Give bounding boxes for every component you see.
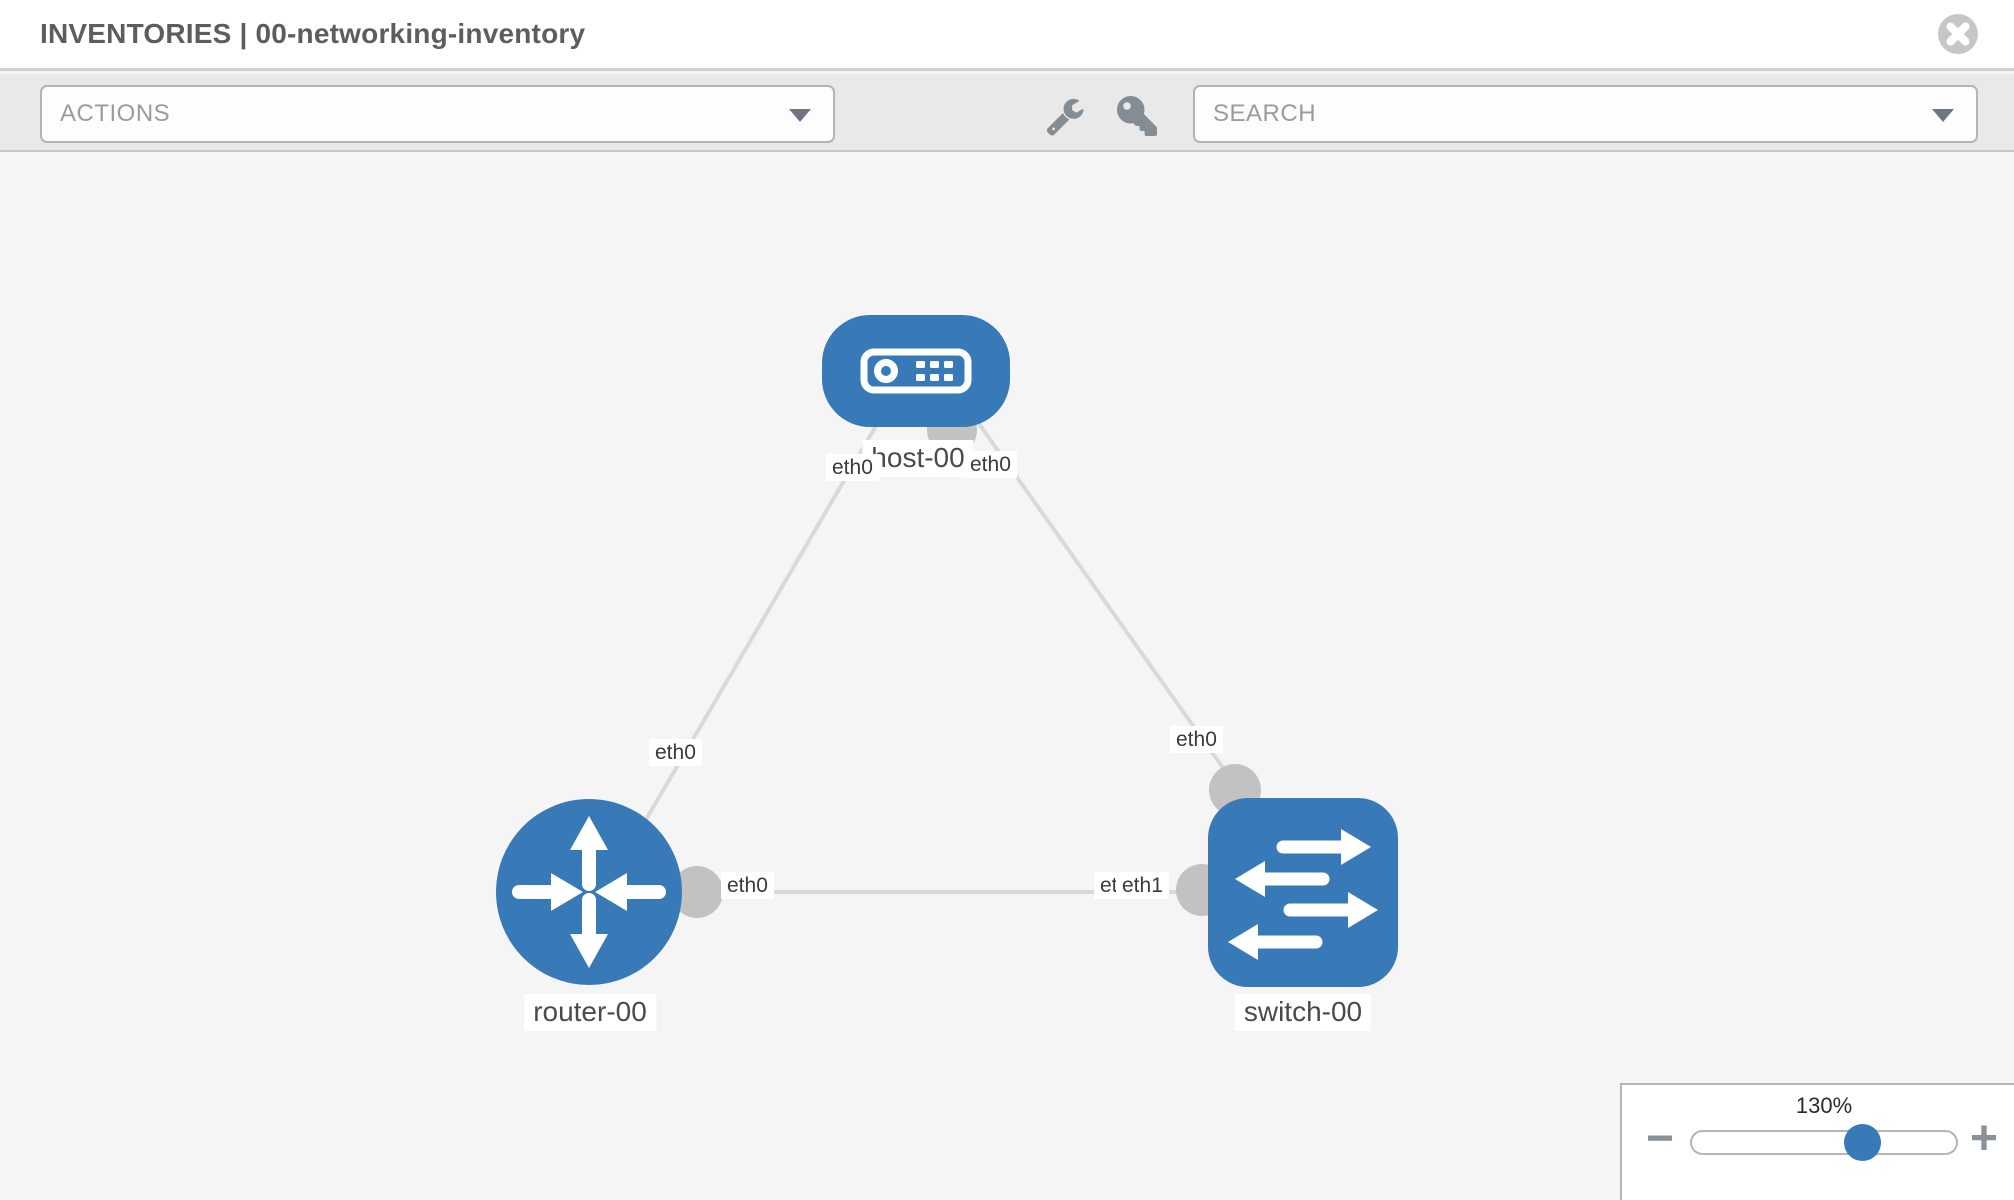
interface-label-router-switch-routerend: eth0 bbox=[721, 872, 774, 900]
switch-arrows-icon bbox=[1228, 829, 1378, 960]
node-label-switch: switch-00 bbox=[1234, 994, 1372, 1031]
zoom-in-button[interactable]: + bbox=[1970, 1112, 1999, 1165]
zoom-slider-thumb[interactable] bbox=[1844, 1124, 1881, 1161]
wrench-icon bbox=[1046, 98, 1084, 136]
key-button[interactable] bbox=[1117, 96, 1157, 136]
node-label-router: router-00 bbox=[524, 994, 656, 1031]
node-label-host: host-00 bbox=[862, 440, 974, 477]
links-layer bbox=[628, 395, 1262, 918]
interface-label-router-switch-switchend: eth1 bbox=[1116, 872, 1169, 900]
caret-down-icon bbox=[1932, 109, 1954, 122]
header: INVENTORIES | 00-networking-inventory bbox=[0, 0, 2014, 71]
zoom-percent-label: 130% bbox=[1795, 1093, 1853, 1118]
zoom-slider[interactable] bbox=[1690, 1130, 1958, 1155]
toolbar: ACTIONS SEARCH bbox=[0, 74, 2014, 152]
interface-label-host-switch-hostend: eth0 bbox=[964, 451, 1017, 479]
search-dropdown[interactable]: SEARCH bbox=[1193, 85, 1978, 143]
zoom-control-panel: 130% − + bbox=[1620, 1083, 2014, 1200]
interface-label-host-router-hostend: eth0 bbox=[826, 454, 879, 482]
caret-down-icon bbox=[789, 109, 811, 122]
connection-dot bbox=[671, 866, 723, 918]
key-icon bbox=[1117, 96, 1157, 136]
search-placeholder: SEARCH bbox=[1213, 100, 1317, 127]
close-button[interactable] bbox=[1937, 13, 1979, 55]
times-circle-icon bbox=[1938, 14, 1978, 54]
zoom-out-button[interactable]: − bbox=[1646, 1112, 1675, 1165]
page-title: INVENTORIES | 00-networking-inventory bbox=[40, 18, 586, 49]
interface-label-host-router-routerend: eth0 bbox=[649, 739, 702, 767]
node-host-00[interactable] bbox=[822, 315, 1010, 427]
node-router-00[interactable] bbox=[496, 799, 682, 985]
topology-canvas[interactable]: host-00 router-00 switch-00 eth0 eth0 et… bbox=[0, 152, 2014, 1200]
router-arrows-icon bbox=[512, 816, 666, 968]
interface-label-host-switch-switchend: eth0 bbox=[1170, 726, 1223, 754]
server-icon bbox=[860, 348, 972, 394]
actions-dropdown-label: ACTIONS bbox=[60, 100, 171, 127]
tools-button[interactable] bbox=[1045, 96, 1085, 136]
node-switch-00[interactable] bbox=[1208, 798, 1398, 987]
actions-dropdown[interactable]: ACTIONS bbox=[40, 85, 835, 143]
